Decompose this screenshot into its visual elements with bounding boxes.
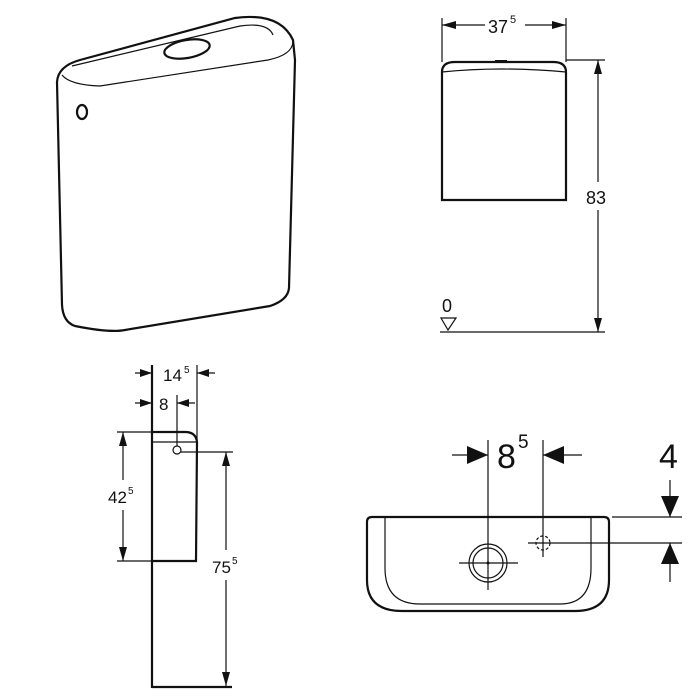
hole-offset-top-label: 4 xyxy=(659,438,678,476)
cistern-perspective xyxy=(55,15,297,332)
front-view: 37 5 83 0 xyxy=(439,14,606,333)
floor-level-label: 0 xyxy=(442,296,452,316)
hole-height-label: 75 xyxy=(212,558,231,577)
depth-label-sup: 5 xyxy=(184,365,190,376)
hole-offset-label: 8 xyxy=(159,395,168,414)
width-label-sup: 5 xyxy=(510,14,516,26)
depth-label: 14 xyxy=(163,366,182,385)
hole-height-label-sup: 5 xyxy=(232,556,238,567)
hole-distance-label-sup: 5 xyxy=(518,432,529,453)
top-view: 8 5 4 xyxy=(365,432,682,613)
tank-height-label-sup: 5 xyxy=(128,486,134,497)
hole-distance-label: 8 xyxy=(497,438,516,476)
height-label: 83 xyxy=(586,188,606,208)
side-view: 14 5 8 42 5 75 5 xyxy=(108,365,238,689)
tank-height-label: 42 xyxy=(108,488,127,507)
width-label: 37 xyxy=(488,17,508,37)
